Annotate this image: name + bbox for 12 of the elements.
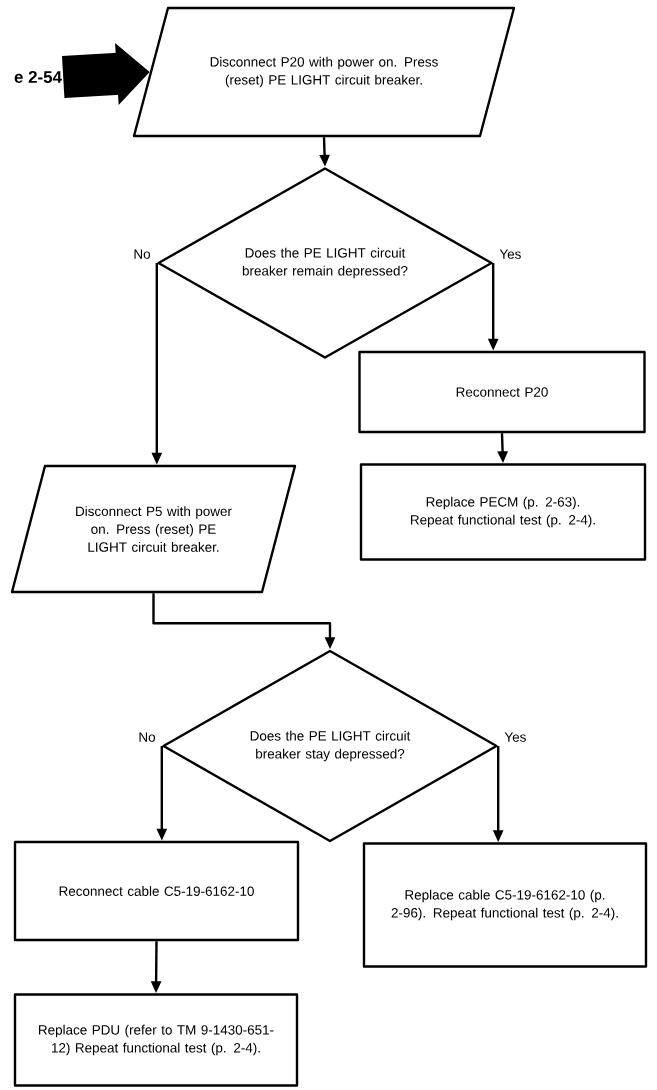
process-parallelogram: Disconnect P20 with power on. Press (reset) PE LIGHT circuit breaker.	[132, 6, 516, 138]
edge-label: Yes	[498, 248, 523, 260]
reference-text: e 2-54	[14, 71, 62, 83]
process-box: Reconnect P20	[358, 350, 646, 434]
process-box: Replace cable C5-19-6162-10 (p. 2-96). Repeat functional test (p. 2-4).	[362, 842, 648, 968]
process-box: Replace PECM (p. 2-63). Repeat functional test (p. 2-4).	[359, 463, 647, 561]
process-box: Replace PDU (refer to TM 9-1430-651-12) Repeat functional test (p. 2-4).	[13, 993, 299, 1087]
edge-label: Yes	[503, 731, 528, 743]
process-box: Reconnect cable C5-19-6162-10	[13, 840, 300, 942]
edge-label: No	[137, 731, 157, 743]
process-parallelogram: Disconnect P5 with power on. Press (reset) PE LIGHT circuit breaker.	[10, 464, 297, 594]
edge-label: No	[132, 248, 152, 260]
